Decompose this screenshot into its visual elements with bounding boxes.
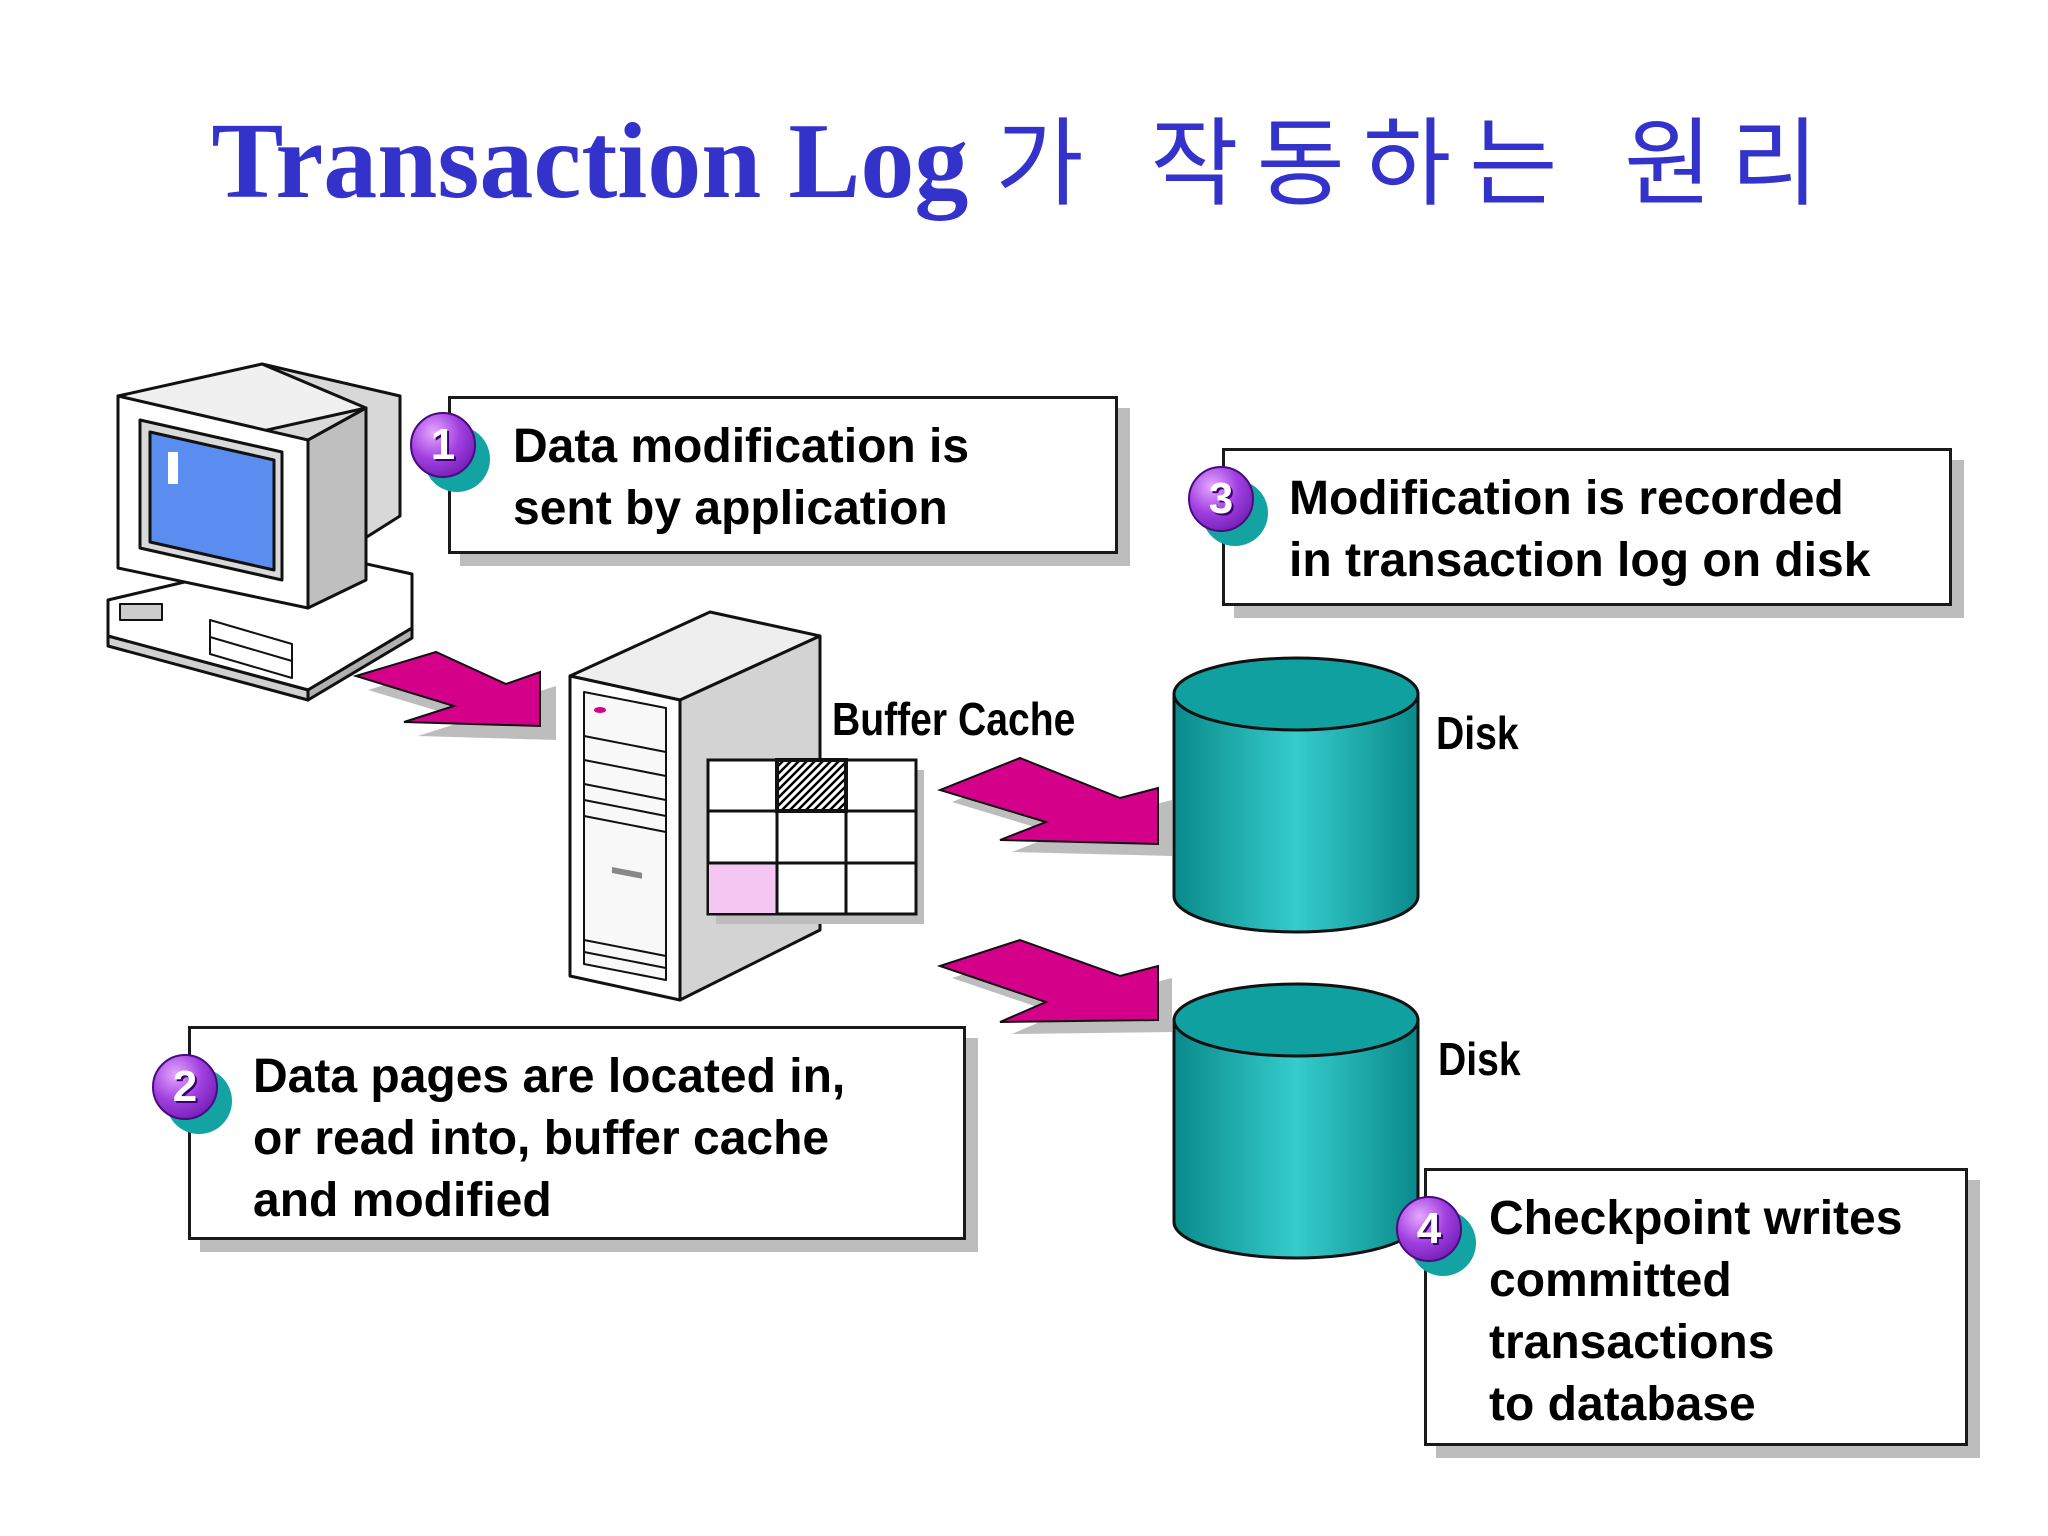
disk-bottom-cylinder (1172, 982, 1420, 1260)
slide-title: Transaction Log 가 작동하는 원리 (0, 108, 2048, 216)
step-3-line-1: Modification is recorded (1289, 472, 1844, 525)
step-3-badge: 3 (1188, 466, 1268, 546)
step-1-number: 1 (430, 420, 456, 469)
arrow-to-disk-top (936, 756, 1172, 856)
step-2-number: 2 (172, 1062, 198, 1111)
computer-icon (106, 362, 414, 702)
step-3-box: Modification is recorded in transaction … (1222, 448, 1952, 606)
step-3-line-2: in transaction log on disk (1289, 534, 1871, 587)
step-4-number: 4 (1416, 1204, 1442, 1253)
title-korean: 가 작동하는 원리 (995, 108, 1837, 220)
step-4-box: Checkpoint writes committed transactions… (1424, 1168, 1968, 1446)
step-4-badge: 4 (1396, 1196, 1476, 1276)
step-3-number: 3 (1208, 474, 1234, 523)
step-2-box: Data pages are located in, or read into,… (188, 1026, 966, 1240)
step-1-box: Data modification is sent by application (448, 396, 1118, 554)
step-4-line-4: to database (1489, 1378, 1756, 1431)
step-4-line-1: Checkpoint writes (1489, 1192, 1903, 1245)
arrow-to-disk-bottom (936, 938, 1172, 1034)
buffer-cache-label: Buffer Cache (832, 693, 1076, 745)
disk-bottom-label: Disk (1438, 1033, 1521, 1085)
disk-top-cylinder (1172, 656, 1420, 934)
step-2-line-3: and modified (253, 1174, 552, 1227)
step-1-badge: 1 (410, 412, 490, 492)
step-1-line-2: sent by application (513, 482, 948, 535)
buffer-cache-grid (706, 758, 924, 924)
step-4-line-2: committed (1489, 1254, 1732, 1307)
read-page-cell (709, 863, 777, 913)
step-2-line-1: Data pages are located in, (253, 1050, 846, 1103)
step-4-line-3: transactions (1489, 1316, 1775, 1369)
arrow-to-server (352, 650, 556, 740)
disk-top-label: Disk (1436, 707, 1519, 759)
step-2-badge: 2 (152, 1054, 232, 1134)
step-1-line-1: Data modification is (513, 420, 970, 473)
step-2-line-2: or read into, buffer cache (253, 1112, 830, 1165)
title-latin: Transaction Log (211, 102, 969, 221)
modified-page-cell (775, 758, 848, 813)
